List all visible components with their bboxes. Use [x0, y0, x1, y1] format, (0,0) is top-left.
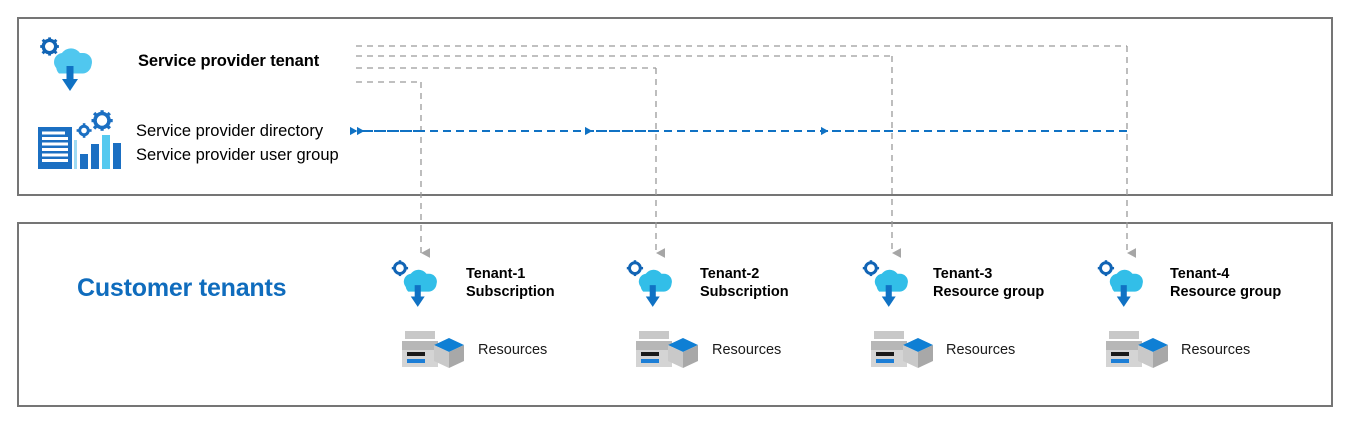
tenant-4-name: Tenant-4 — [1170, 266, 1230, 282]
cloud-download-gear-icon — [626, 260, 672, 307]
resources-icon — [1106, 331, 1168, 368]
resources-icon — [402, 331, 464, 368]
tenant-4-scope: Resource group — [1170, 284, 1282, 300]
cloud-download-gear-icon — [391, 260, 437, 307]
service-provider-tenant-panel — [17, 17, 1333, 196]
tenant-3-scope: Resource group — [933, 284, 1045, 300]
tenant-2-resources-label: Resources — [712, 342, 782, 358]
tenant-2-scope: Subscription — [700, 284, 789, 300]
tenant-3-resources-label: Resources — [946, 342, 1016, 358]
resources-icon — [871, 331, 933, 368]
cloud-download-gear-icon — [1097, 260, 1143, 307]
cloud-download-gear-icon — [862, 260, 908, 307]
resources-icon — [636, 331, 698, 368]
service-provider-user-group-label: Service provider user group — [136, 146, 339, 164]
tenant-1-name: Tenant-1 — [466, 266, 526, 282]
service-provider-tenant-heading: Service provider tenant — [138, 52, 320, 70]
tenant-4-resources-label: Resources — [1181, 342, 1251, 358]
service-provider-directory-label: Service provider directory — [136, 122, 324, 140]
tenant-3-name: Tenant-3 — [933, 266, 993, 282]
tenant-1-resources-label: Resources — [478, 342, 548, 358]
tenant-1-scope: Subscription — [466, 284, 555, 300]
directory-chart-gear-icon — [38, 110, 121, 169]
tenant-2-name: Tenant-2 — [700, 266, 760, 282]
cloud-download-gear-icon — [40, 37, 92, 91]
customer-tenants-panel — [17, 222, 1333, 407]
customer-tenants-heading: Customer tenants — [77, 274, 287, 302]
